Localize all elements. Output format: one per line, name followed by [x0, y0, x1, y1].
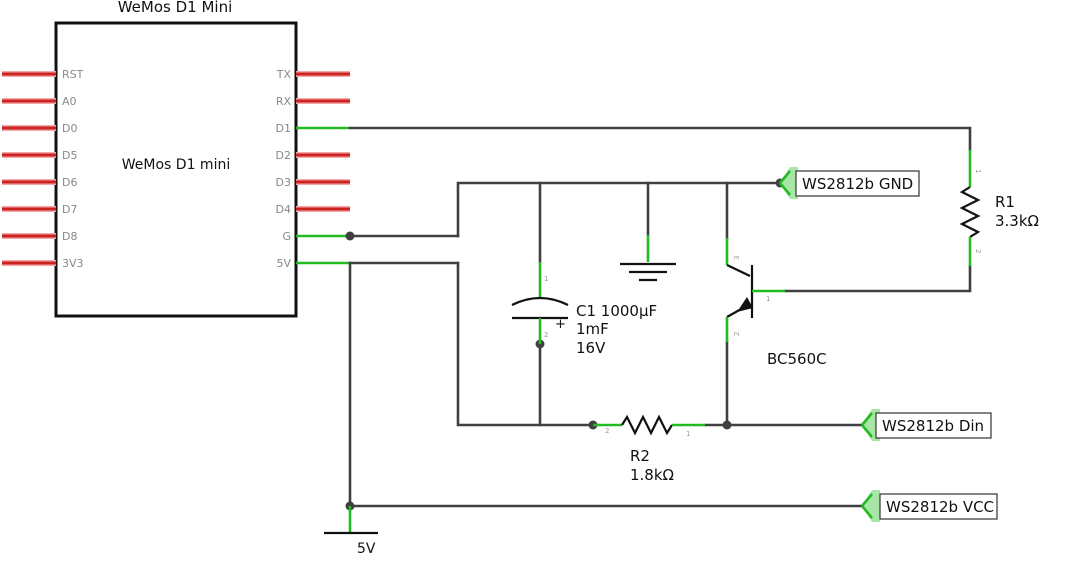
junction-dot — [345, 231, 355, 241]
wemos-board[interactable]: WeMos D1 Mini WeMos D1 mini RST A0 D0 D5 — [2, 0, 350, 318]
pin-label: D3 — [276, 176, 291, 189]
r1-value: 3.3kΩ — [995, 212, 1039, 230]
c1-pin1: 1 — [544, 275, 548, 283]
transistor-name: BC560C — [767, 350, 827, 368]
pin-label: D4 — [276, 203, 291, 216]
connector-tab — [862, 490, 880, 522]
r2-pin1: 1 — [686, 430, 690, 438]
q-pin1: 1 — [766, 295, 770, 303]
connector-box — [795, 170, 920, 197]
q-pin2: 2 — [733, 332, 741, 336]
wire-base[interactable] — [783, 264, 972, 293]
c1-voltage: 16V — [576, 339, 606, 357]
connector-vcc[interactable]: WS2812b VCC — [861, 490, 998, 522]
pin-label: 3V3 — [62, 257, 84, 270]
r2-pin2: 2 — [605, 427, 609, 435]
pin-label: 5V — [276, 257, 291, 270]
board-left-pins: RST A0 D0 D5 D6 D7 D8 3V3 — [2, 68, 84, 270]
board-outline — [54, 21, 298, 318]
c1-pin2: 2 — [544, 331, 548, 339]
board-title: WeMos D1 Mini — [118, 0, 233, 16]
r1-pin1: 1 — [974, 169, 982, 173]
power-label: 5V — [357, 541, 376, 557]
c1-name: C1 1000µF — [576, 302, 657, 320]
connector-vcc-label: WS2812b VCC — [886, 498, 994, 516]
r1-pin2: 2 — [974, 249, 982, 253]
pin-label: D8 — [62, 230, 77, 243]
c1-plus: + — [555, 317, 566, 332]
connector-din[interactable]: WS2812b Din — [861, 409, 992, 441]
pin-label: D5 — [62, 149, 77, 162]
pin-label: RX — [276, 95, 292, 108]
pin-label: TX — [276, 68, 292, 81]
r1-name: R1 — [995, 193, 1015, 211]
pin-label: RST — [62, 68, 84, 81]
board-right-pins: TX RX D1 D2 D3 D4 G 5V — [276, 68, 350, 270]
connector-tab — [780, 167, 798, 199]
q-pin3: 3 — [733, 256, 741, 260]
pin-label: A0 — [62, 95, 77, 108]
wire-gnd-rail[interactable] — [456, 181, 782, 238]
pin-label: D7 — [62, 203, 77, 216]
connector-box — [879, 493, 998, 520]
connector-box — [875, 412, 992, 439]
pin-label: D0 — [62, 122, 77, 135]
connector-gnd-label: WS2812b GND — [802, 175, 913, 193]
transistor-bc560c[interactable]: 3 2 1 BC560C — [725, 238, 827, 368]
pin-label: G — [282, 230, 291, 243]
emitter-arrow-icon — [737, 297, 753, 312]
c1-value: 1mF — [576, 320, 609, 338]
board-inner-label: WeMos D1 mini — [122, 157, 230, 173]
wire-d1[interactable] — [348, 126, 972, 152]
pin-label: D2 — [276, 149, 291, 162]
capacitor-c1[interactable]: 1 2 + C1 1000µF 1mF 16V — [511, 262, 657, 357]
connector-din-label: WS2812b Din — [882, 417, 984, 435]
wire-5v-loop[interactable] — [456, 261, 595, 427]
pin-label: D6 — [62, 176, 77, 189]
pin-label: D1 — [276, 122, 291, 135]
junction-dot — [722, 420, 732, 430]
r2-value: 1.8kΩ — [630, 466, 674, 484]
r2-name: R2 — [630, 447, 650, 465]
resistor-r1[interactable]: 1 2 R1 3.3kΩ — [959, 150, 1039, 266]
connector-gnd[interactable]: WS2812b GND — [779, 167, 920, 199]
resistor-r2[interactable]: 2 1 R2 1.8kΩ — [593, 414, 705, 484]
power-5v-symbol: 5V — [324, 506, 378, 557]
ground-symbol — [620, 235, 676, 282]
